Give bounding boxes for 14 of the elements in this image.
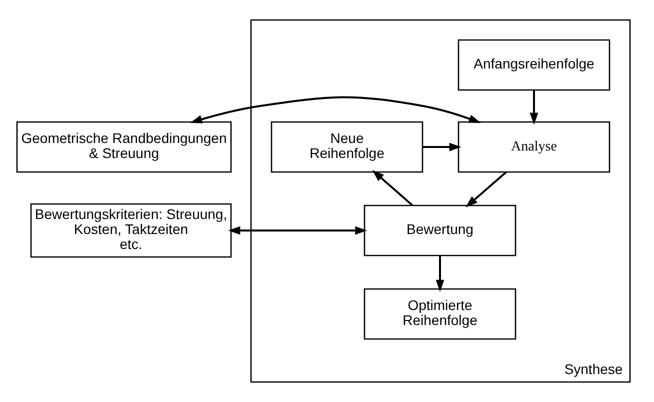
arrow [529, 90, 538, 125]
node-box: Bewertungskriterien: Streuung, Kosten, Taktzeiten etc. [30, 203, 232, 258]
node-box: Optimierte Reihenfolge [363, 288, 516, 340]
arrow [435, 256, 444, 292]
arrow [372, 170, 413, 206]
node-box: Bewertung [363, 204, 516, 256]
arrow [422, 142, 461, 152]
arrow [465, 171, 506, 208]
node-box: Geometrische Randbedingungen & Streuung [16, 121, 232, 173]
node-box: Anfangsreihenfolge [457, 39, 610, 91]
node-box: Analyse [457, 121, 610, 173]
arrow [190, 96, 480, 124]
node-box: Neue Reihenfolge [270, 121, 423, 173]
arrow [228, 226, 367, 235]
